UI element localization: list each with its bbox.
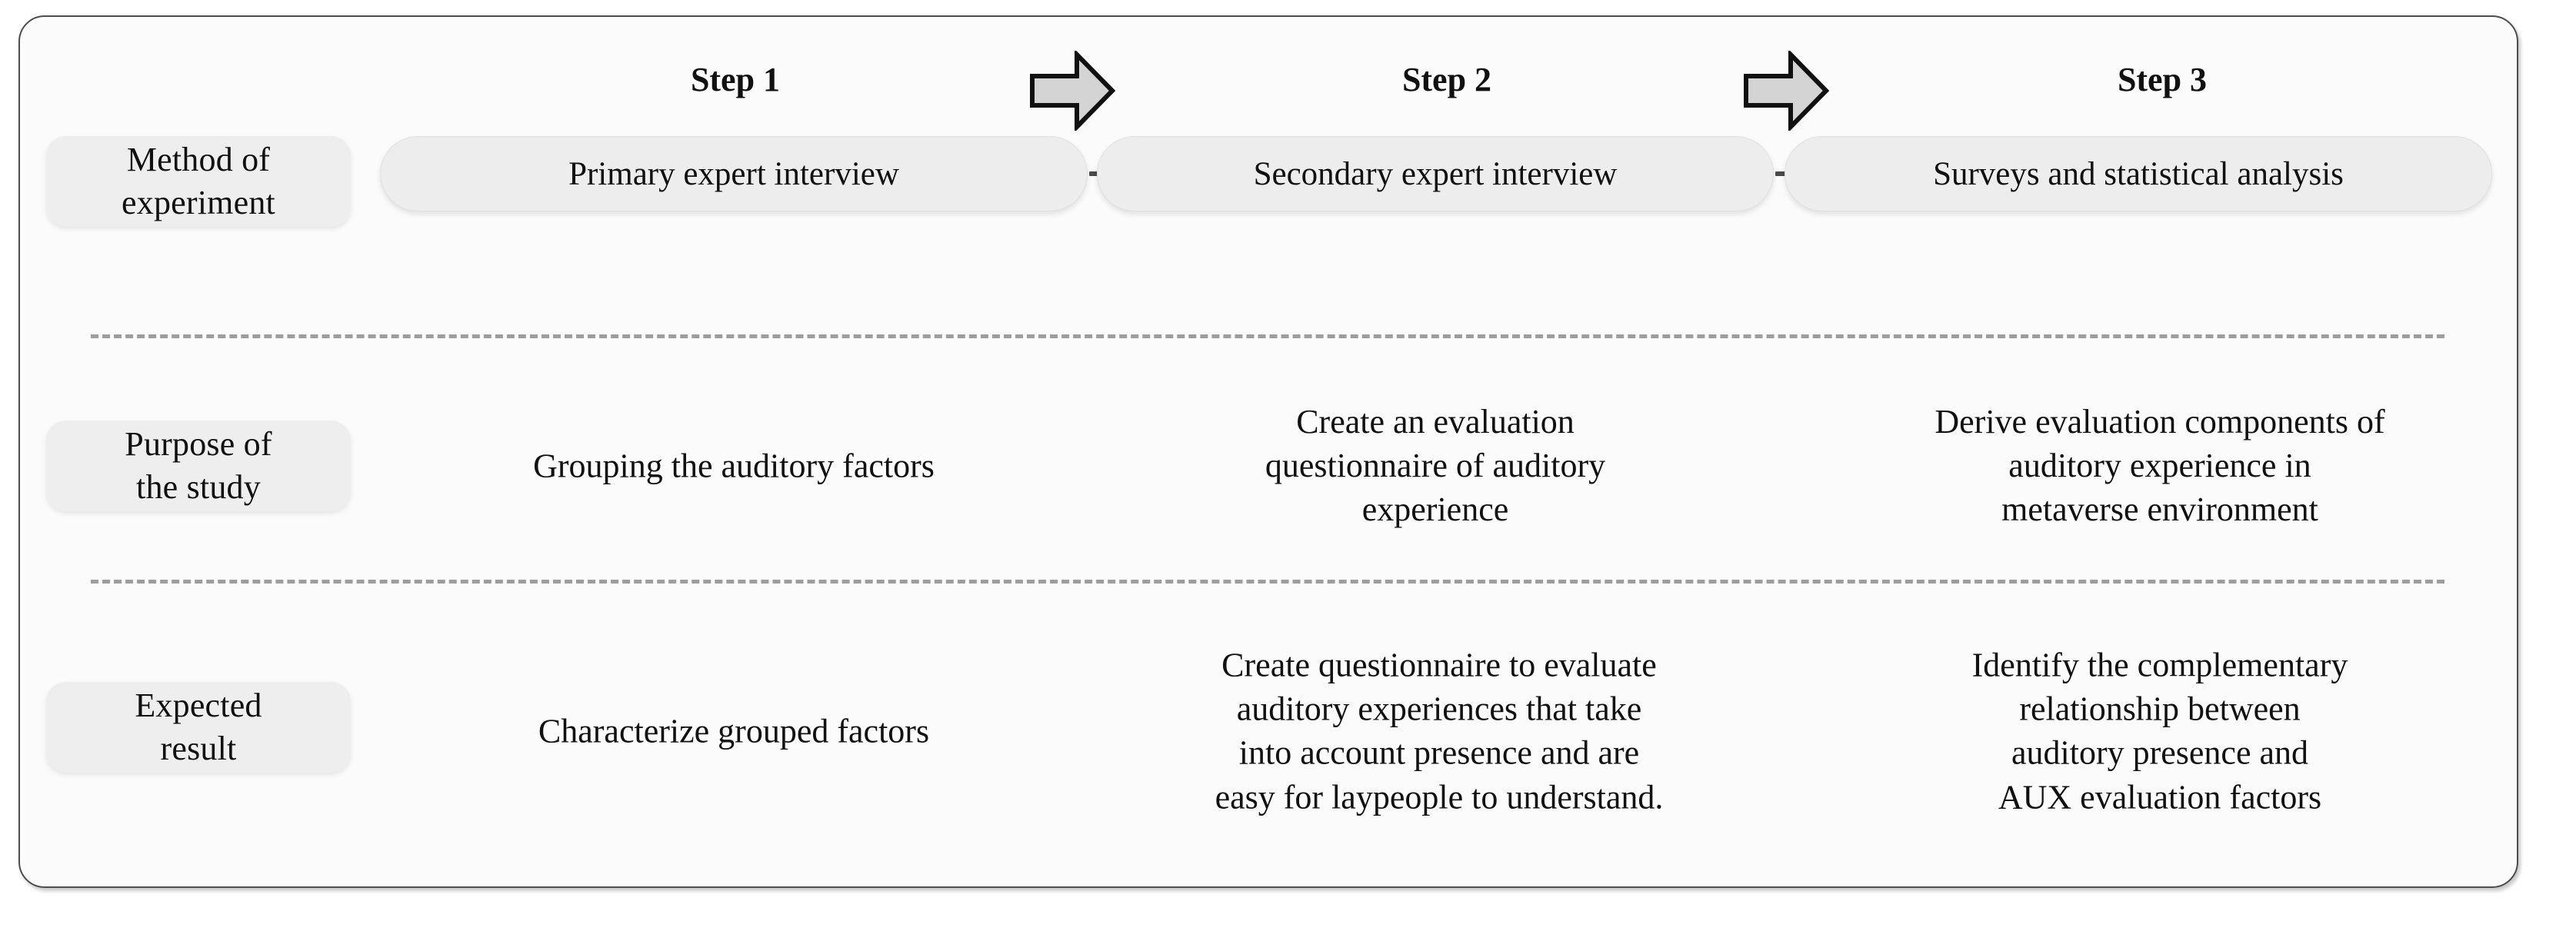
step-title-2: Step 2 [1401, 61, 1492, 98]
dashed-separator-1 [91, 334, 2444, 338]
right-block-arrow-icon-2 [1743, 51, 1829, 131]
purpose-cell-1: Grouping the auditory factors [533, 447, 935, 485]
right-block-arrow-icon-1 [1029, 51, 1115, 131]
purpose-cell-2: Create an evaluation questionnaire of au… [1265, 403, 1606, 529]
step-title-3: Step 3 [2117, 61, 2208, 98]
step-pill-3[interactable]: Surveys and statistical analysis [1785, 136, 2492, 211]
expected-cell-1: Characterize grouped factors [538, 712, 930, 750]
step-title-1: Step 1 [690, 61, 781, 98]
dashed-separator-2 [91, 580, 2444, 584]
step-pill-2[interactable]: Secondary expert interview [1097, 136, 1774, 211]
expected-cell-2: Create questionnaire to evaluate auditor… [1215, 646, 1664, 816]
expected-cell-3: Identify the complementary relationship … [1971, 646, 2348, 816]
purpose-cell-3: Derive evaluation components of auditory… [1934, 403, 2385, 529]
step-pill-1[interactable]: Primary expert interview [380, 136, 1088, 211]
